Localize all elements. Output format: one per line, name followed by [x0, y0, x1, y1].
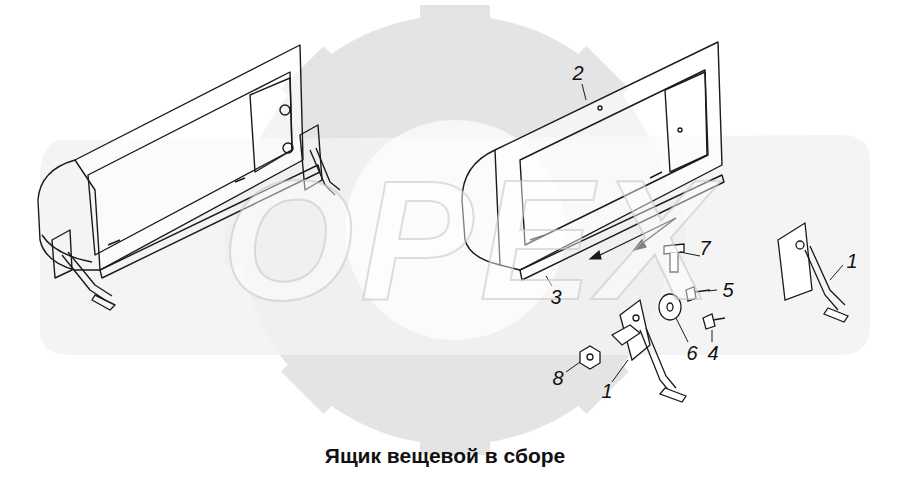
- callout-number: 3: [550, 287, 561, 307]
- callout-number: 2: [572, 63, 583, 83]
- callout-number: 1: [846, 251, 857, 271]
- callout-number: 7: [699, 238, 710, 258]
- callout-number: 1: [601, 381, 612, 401]
- caption: Ящик вещевой в сборе: [325, 445, 565, 466]
- callout-number: 8: [552, 368, 563, 388]
- watermark: OPEX: [222, 155, 718, 325]
- callout-number: 4: [707, 343, 718, 363]
- callout-number: 5: [722, 280, 733, 300]
- callout-number: 6: [686, 343, 697, 363]
